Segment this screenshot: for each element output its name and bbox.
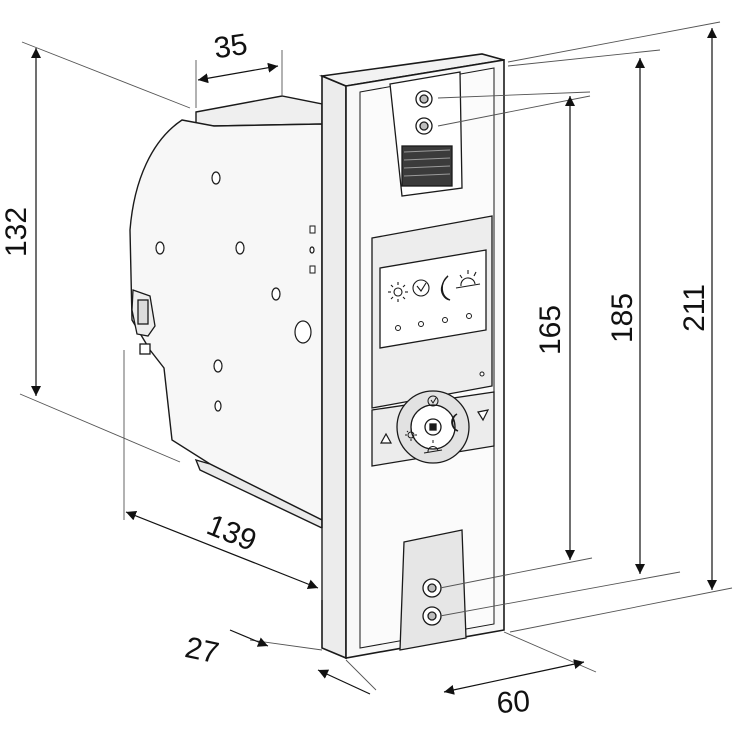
display-panel [371, 215, 493, 409]
dim-label-165: 165 [534, 305, 567, 355]
sunset-button-icon [423, 440, 443, 454]
side-latch [131, 289, 156, 355]
stop-icon [424, 418, 442, 436]
sun-icon [388, 282, 408, 302]
dim-line-27-right [317, 669, 371, 695]
bottom-connector [399, 529, 467, 651]
dim-label-211: 211 [678, 284, 711, 332]
motor-housing [129, 95, 323, 530]
dim-label-27: 27 [182, 631, 222, 670]
arrow-down-icon [477, 409, 490, 422]
arrow-up-icon [379, 432, 393, 444]
moon-button-icon [451, 413, 459, 432]
dim-label-60: 60 [496, 685, 532, 720]
clip-tabs [309, 225, 316, 274]
dim-line-139 [125, 511, 319, 589]
indicator-leds [395, 313, 485, 377]
clock-button-icon [427, 395, 439, 407]
top-connector [389, 71, 463, 197]
sun-button-icon [405, 429, 417, 441]
dim-label-35: 35 [212, 28, 250, 65]
clock-icon [412, 279, 430, 297]
dim-line-27-left [229, 629, 269, 647]
dim-label-139: 139 [202, 509, 261, 558]
dim-label-132: 132 [0, 207, 33, 257]
sunset-icon [455, 270, 481, 289]
mounting-holes [155, 171, 315, 412]
dimension-arrows [31, 28, 717, 695]
moon-icon [440, 275, 451, 301]
dim-line-60 [443, 659, 585, 695]
dim-line-35 [197, 62, 279, 84]
dim-label-185: 185 [606, 293, 639, 343]
extension-lines [19, 21, 733, 691]
